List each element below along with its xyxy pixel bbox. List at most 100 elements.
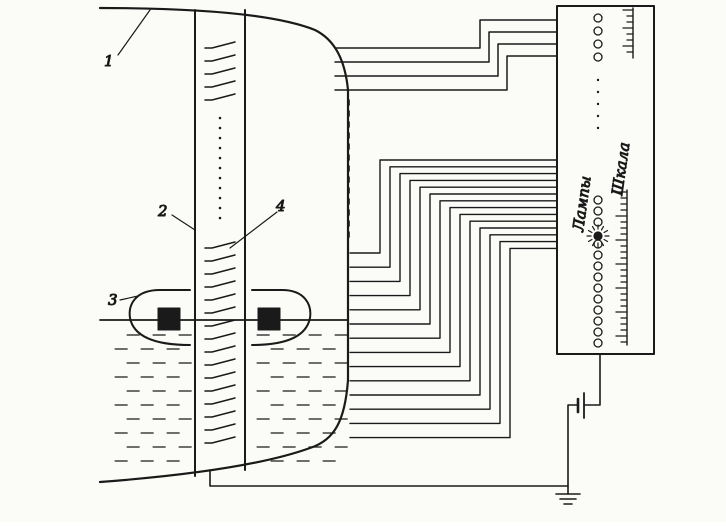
ground-symbol-icon: [555, 493, 581, 505]
dot: [218, 186, 222, 190]
dot: [218, 146, 222, 150]
lower-wire: [349, 227, 558, 396]
lamp: [593, 294, 603, 304]
lamp-ray: [603, 229, 609, 234]
lamp: [593, 338, 603, 348]
panel-dot: [596, 102, 600, 106]
lit-lamp-icon: [586, 224, 610, 248]
reed-contact: [204, 410, 236, 418]
return-wire: [209, 469, 569, 487]
leader-1: [117, 9, 151, 56]
dot: [218, 176, 222, 180]
lamp: [593, 52, 603, 62]
lower-wire: [349, 172, 558, 283]
lamp: [593, 272, 603, 282]
reed-contact: [204, 436, 236, 444]
lamp-ray: [600, 241, 605, 247]
lamp: [593, 261, 603, 271]
lower-wire: [349, 200, 558, 339]
lit-lamp-core: [593, 231, 603, 241]
dot: [218, 126, 222, 130]
float-right-half: [251, 289, 312, 346]
upper-wire: [334, 55, 558, 91]
wiring-bundle-upper: [334, 19, 558, 91]
dot: [218, 216, 222, 220]
lamp: [593, 195, 603, 205]
float-left-half: [128, 289, 191, 346]
lamp-column: [593, 13, 603, 348]
dot: [218, 136, 222, 140]
reed-contacts: [204, 41, 236, 444]
reed-contact: [204, 345, 236, 353]
lamp-ray: [591, 225, 596, 231]
lower-wire: [349, 247, 558, 439]
reed-contact: [204, 41, 236, 49]
lamp-ray: [600, 225, 605, 231]
reed-contact: [204, 306, 236, 314]
lower-wire: [349, 193, 558, 325]
dot: [218, 166, 222, 170]
scale-ticks: [615, 9, 634, 343]
tank-outline: [98, 6, 350, 484]
lamp-ray: [587, 238, 593, 243]
lamps-label: Лампы: [569, 175, 595, 234]
lamp: [593, 26, 603, 36]
lamp: [593, 305, 603, 315]
lower-wire: [349, 179, 558, 297]
lamp: [593, 13, 603, 23]
reed-contact: [204, 280, 236, 288]
battery-wire: [584, 353, 601, 406]
lower-wire: [349, 240, 558, 425]
callout-2: 2: [157, 202, 168, 220]
battery-icon: [576, 392, 585, 419]
lamp: [593, 316, 603, 326]
lamp: [593, 39, 603, 49]
leader-2: [171, 214, 196, 231]
reed-contact: [204, 384, 236, 392]
reed-contact: [204, 80, 236, 88]
lamp-ray: [591, 241, 596, 247]
panel-dot: [596, 90, 600, 94]
battery-to-ground-wire: [567, 404, 579, 495]
lower-wire: [349, 213, 558, 368]
lower-wire: [349, 186, 558, 311]
dot: [218, 196, 222, 200]
reed-contact: [204, 54, 236, 62]
lamp: [593, 283, 603, 293]
indicator-panel: [556, 5, 655, 355]
reed-contact: [204, 358, 236, 366]
reed-contact: [204, 293, 236, 301]
lower-wire: [349, 206, 558, 354]
lower-wire: [349, 234, 558, 410]
magnet-left: [157, 307, 181, 331]
tube-continuation-dots: [218, 116, 222, 220]
reed-contact: [204, 93, 236, 101]
reed-contact: [204, 371, 236, 379]
reed-contact: [204, 241, 236, 249]
panel-dot: [596, 78, 600, 82]
scale-label: Шкала: [608, 141, 633, 197]
reed-contact: [204, 254, 236, 262]
reed-contact: [204, 319, 236, 327]
dot: [218, 206, 222, 210]
upper-wire: [334, 31, 558, 63]
lamp: [593, 327, 603, 337]
reed-contact: [204, 397, 236, 405]
liquid-hatching: [114, 334, 348, 462]
panel-dot: [596, 114, 600, 118]
upper-wire: [334, 43, 558, 77]
callout-4: 4: [275, 197, 286, 215]
lower-wire: [349, 166, 558, 268]
reed-contact: [204, 423, 236, 431]
dot: [218, 156, 222, 160]
reed-contact: [204, 332, 236, 340]
magnet-right: [257, 307, 281, 331]
dot: [218, 116, 222, 120]
reed-contact: [204, 67, 236, 75]
lamp-ray: [603, 238, 609, 243]
wiring-bundle-lower: [349, 159, 558, 439]
callout-1: 1: [104, 52, 114, 70]
lamp: [593, 250, 603, 260]
